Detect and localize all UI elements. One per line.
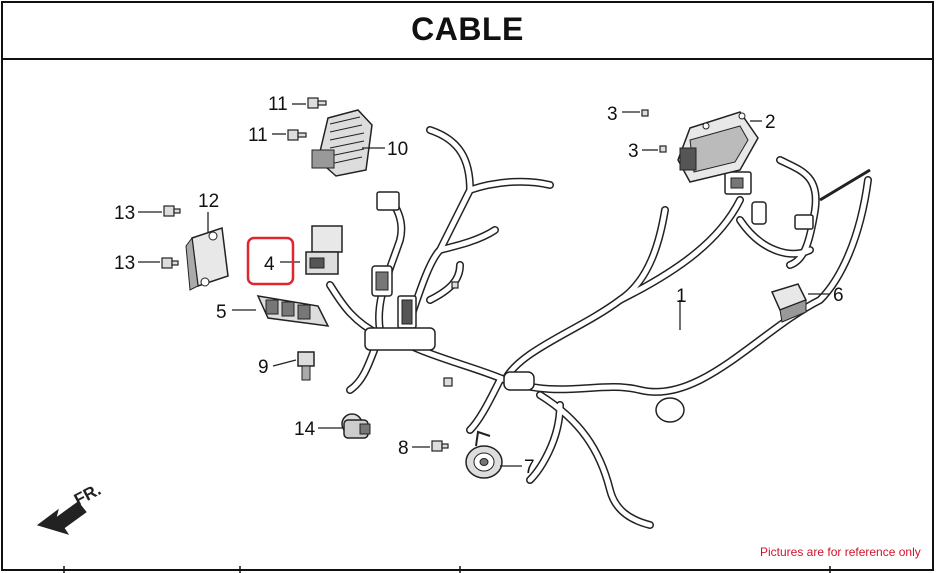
harness-connector-details [375, 177, 744, 325]
front-direction-indicator: FR. [36, 480, 104, 535]
callout-label: 12 [198, 191, 219, 212]
callout-label: 1 [676, 286, 687, 307]
relay [305, 225, 343, 275]
switch-part [341, 413, 371, 439]
leader-lines [138, 103, 830, 467]
callout-label: 10 [387, 139, 408, 160]
callout-label: 6 [833, 285, 844, 306]
callout-label: 9 [258, 357, 269, 378]
regulator-rectifier [311, 109, 373, 177]
fuse-box [256, 295, 330, 327]
callout-label: 5 [216, 302, 227, 323]
callout-label: 3 [607, 104, 618, 125]
callout-label: 2 [765, 112, 776, 133]
callout-label: 4 [264, 254, 275, 275]
ecu-module [677, 111, 759, 183]
callout-label: 14 [294, 419, 316, 440]
harness-end-lead [819, 168, 871, 202]
arrow-icon [36, 501, 87, 535]
reference-note: Pictures are for reference only [760, 545, 921, 559]
callout-labels: 1 2 3 3 4 5 6 7 8 9 10 11 11 12 13 13 14 [114, 94, 844, 478]
callout-label: 7 [524, 457, 535, 478]
callout-label: 8 [398, 438, 409, 459]
connector-part [770, 283, 808, 323]
horn [465, 430, 503, 479]
callout-label: 11 [268, 94, 288, 115]
control-unit [185, 226, 229, 291]
callout-label: 3 [628, 141, 639, 162]
title-bar: CABLE [1, 1, 934, 60]
highlight-box [246, 236, 295, 286]
sensor [297, 351, 315, 381]
bottom-table-lines [63, 566, 831, 573]
page-title: CABLE [411, 11, 524, 47]
callout-label: 11 [248, 125, 268, 146]
callout-label: 13 [114, 253, 135, 274]
callout-label: 13 [114, 203, 135, 224]
bolts [161, 97, 667, 452]
